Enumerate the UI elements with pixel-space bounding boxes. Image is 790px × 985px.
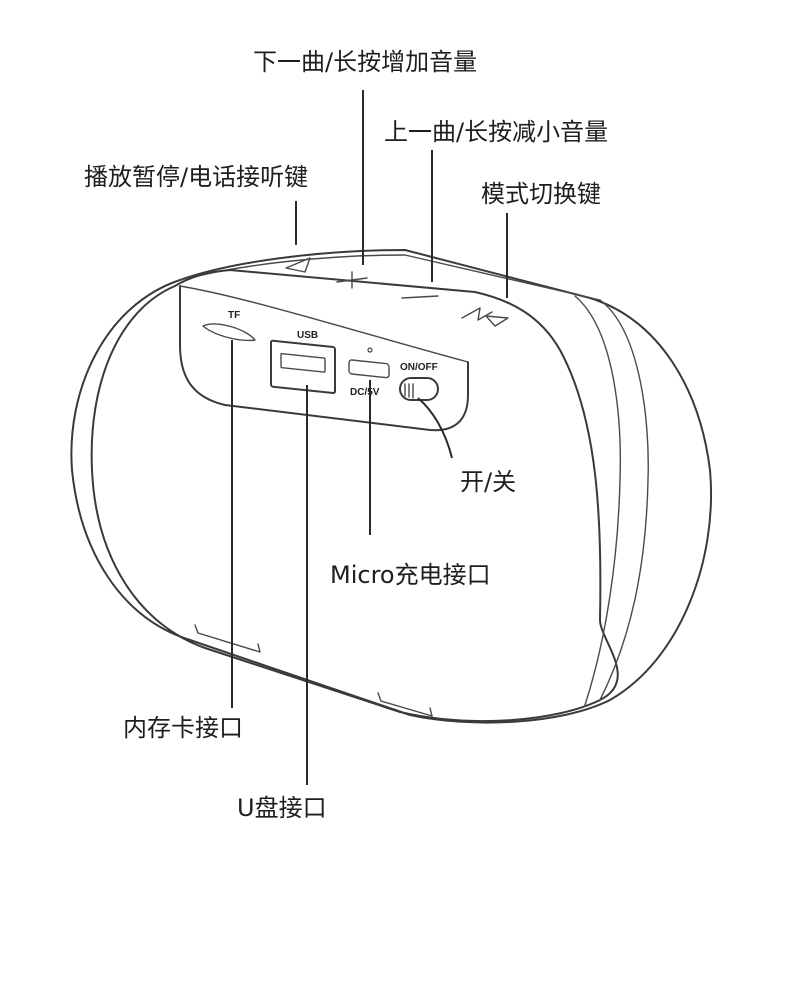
callout-prev-track: 上一曲/长按减小音量 [384,118,609,146]
tf-slot [202,323,256,342]
dc-label: DC/5V [350,387,380,398]
callout-power: 开/关 [460,468,517,496]
mode-icon [461,307,509,327]
callout-play-pause: 播放暂停/电话接听键 [84,163,309,191]
usb-port-inner [280,352,326,373]
power-switch-body [399,377,439,401]
indicator-led [367,347,373,353]
speaker-side-rim [599,299,649,701]
speaker-side-rim-2 [574,295,621,706]
play-pause-button[interactable] [285,257,311,273]
speaker-foot-left [194,624,261,653]
speaker-front-face [90,269,619,723]
callout-next-track: 下一曲/长按增加音量 [253,48,478,76]
power-switch[interactable] [399,377,439,401]
mode-button[interactable] [461,307,509,327]
port-panel-top [179,285,469,363]
callout-usb-drive: U盘接口 [237,794,327,822]
tf-label: TF [228,310,240,321]
speaker-top-edge [179,254,601,301]
micro-usb-port [348,359,390,379]
on-off-label: ON/OFF [400,362,438,373]
next-volume-up-button[interactable] [336,271,368,289]
play-pause-icon [285,257,311,273]
speaker-foot-right [377,692,433,717]
port-panel [179,285,469,432]
plus-icon [336,271,368,289]
usb-port [270,339,336,395]
prev-volume-down-button[interactable] [401,295,439,299]
usb-label: USB [297,330,318,341]
leader-power [417,397,453,459]
callout-micro-charge: Micro充电接口 [330,561,491,589]
speaker-body-outline [70,249,712,724]
minus-icon [401,295,439,299]
callout-memory-card: 内存卡接口 [123,714,243,742]
callout-mode-switch: 模式切换键 [481,180,601,208]
